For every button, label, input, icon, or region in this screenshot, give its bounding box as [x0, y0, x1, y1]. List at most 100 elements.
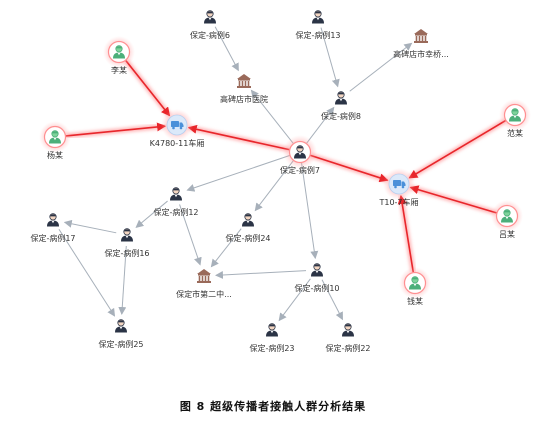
- node-label: 保定-病例13: [295, 30, 340, 40]
- node-label: 保定-病例23: [249, 343, 294, 353]
- edge-p6-hosp: [214, 26, 239, 72]
- node-label: 保定-病例6: [190, 30, 230, 40]
- contact-person-icon: [501, 209, 513, 223]
- case-person-icon: [294, 145, 306, 159]
- node-p13[interactable]: 保定-病例13: [295, 10, 341, 40]
- node-label: 保定-病例22: [325, 343, 370, 353]
- node-p24[interactable]: 保定-病例24: [225, 213, 271, 243]
- edge-line: [254, 160, 294, 212]
- node-hosp[interactable]: 高碑店市医院: [220, 74, 268, 104]
- edge-line: [306, 106, 335, 144]
- node-label: T10-7车厢: [378, 197, 418, 207]
- node-p8[interactable]: 保定-病例8: [321, 91, 361, 121]
- edge-line-highlight: [65, 122, 167, 137]
- node-label: 李某: [111, 65, 127, 75]
- edge-line: [278, 278, 311, 322]
- edge-p17-p25: [58, 228, 116, 317]
- node-p7[interactable]: 保定-病例7: [280, 135, 320, 175]
- edge-line: [214, 26, 239, 72]
- case-person-icon: [266, 323, 278, 337]
- contact-person-icon: [113, 45, 125, 59]
- building-icon: [237, 74, 251, 88]
- node-label: 高碑店市医院: [220, 94, 268, 104]
- figure-caption: 图 8 超级传播者接触人群分析结果: [179, 400, 367, 413]
- node-p6[interactable]: 保定-病例6: [190, 10, 230, 40]
- node-label: 吕某: [499, 230, 515, 239]
- edge-p16-p17: [63, 219, 117, 234]
- edge-line: [186, 155, 290, 192]
- node-label: 保定市第二中...: [176, 289, 232, 299]
- case-person-icon: [342, 323, 354, 337]
- node-lv[interactable]: 吕某: [491, 200, 523, 239]
- node-li[interactable]: 李某: [103, 36, 135, 75]
- node-label: 范某: [507, 128, 523, 138]
- edge-p13-p8: [320, 27, 340, 88]
- node-label: 杨某: [47, 150, 63, 160]
- node-label: 保定-病例10: [294, 283, 339, 293]
- edge-line: [250, 89, 294, 144]
- case-person-icon: [115, 319, 127, 333]
- node-p25[interactable]: 保定-病例25: [98, 319, 144, 349]
- node-fan[interactable]: 范某: [499, 99, 531, 138]
- edges-layer: [58, 26, 507, 322]
- edge-p16-p25: [118, 245, 127, 316]
- case-person-icon: [204, 10, 216, 24]
- edge-p7-p10: [301, 162, 319, 260]
- edge-p7-p12: [186, 155, 290, 192]
- case-person-icon: [242, 213, 254, 227]
- edge-p10-p23: [278, 278, 311, 322]
- edge-li-k4780: [123, 59, 172, 118]
- case-person-icon: [121, 228, 133, 242]
- node-p12[interactable]: 保定-病例12: [153, 187, 199, 217]
- node-k4780[interactable]: K4780-11车厢: [150, 109, 205, 148]
- node-label: 钱某: [407, 296, 423, 306]
- edge-p7-k4780: [187, 124, 290, 153]
- edge-line: [214, 270, 307, 279]
- node-p22[interactable]: 保定-病例22: [325, 323, 371, 353]
- edge-p8-store: [349, 42, 413, 92]
- node-label: 高碑店市幸桥...: [393, 49, 449, 59]
- edge-line: [349, 42, 413, 92]
- case-person-icon: [170, 187, 182, 201]
- edge-line-highlight: [310, 154, 389, 183]
- edge-line: [58, 228, 116, 317]
- node-label: 保定-病例17: [30, 233, 75, 243]
- node-label: 保定-病例24: [225, 233, 270, 243]
- node-label: K4780-11车厢: [150, 138, 205, 148]
- contact-person-icon: [509, 108, 521, 122]
- node-label: 保定-病例12: [153, 207, 198, 217]
- truck-icon: [166, 114, 188, 136]
- edge-yang-k4780: [65, 122, 167, 139]
- edge-p10-p22: [321, 279, 343, 321]
- edge-p7-p24: [254, 160, 294, 212]
- edge-line: [321, 279, 343, 321]
- node-yang[interactable]: 杨某: [39, 121, 71, 160]
- contact-person-icon: [409, 276, 421, 290]
- node-p23[interactable]: 保定-病例23: [249, 323, 295, 353]
- edge-line-highlight: [397, 194, 415, 273]
- edge-p7-t10: [309, 153, 389, 183]
- edge-line: [301, 162, 319, 260]
- node-qian[interactable]: 钱某: [399, 267, 431, 306]
- edge-line: [135, 200, 168, 228]
- edge-line: [118, 245, 127, 316]
- node-p10[interactable]: 保定-病例10: [294, 263, 340, 293]
- edge-line: [210, 228, 242, 268]
- contact-person-icon: [49, 130, 61, 144]
- case-person-icon: [335, 91, 347, 105]
- case-person-icon: [312, 10, 324, 24]
- node-store[interactable]: 高碑店市幸桥...: [393, 29, 449, 59]
- edge-lv-t10: [409, 185, 498, 216]
- edge-line: [320, 27, 340, 88]
- node-p16[interactable]: 保定-病例16: [104, 228, 150, 258]
- edge-p7-hosp: [250, 89, 294, 144]
- node-p17[interactable]: 保定-病例17: [30, 213, 76, 243]
- edge-p10-school: [214, 270, 307, 279]
- edge-line: [179, 204, 202, 266]
- node-school[interactable]: 保定市第二中...: [176, 269, 232, 299]
- edge-line-highlight: [409, 185, 497, 214]
- node-t10[interactable]: T10-7车厢: [378, 168, 419, 207]
- case-person-icon: [311, 263, 323, 277]
